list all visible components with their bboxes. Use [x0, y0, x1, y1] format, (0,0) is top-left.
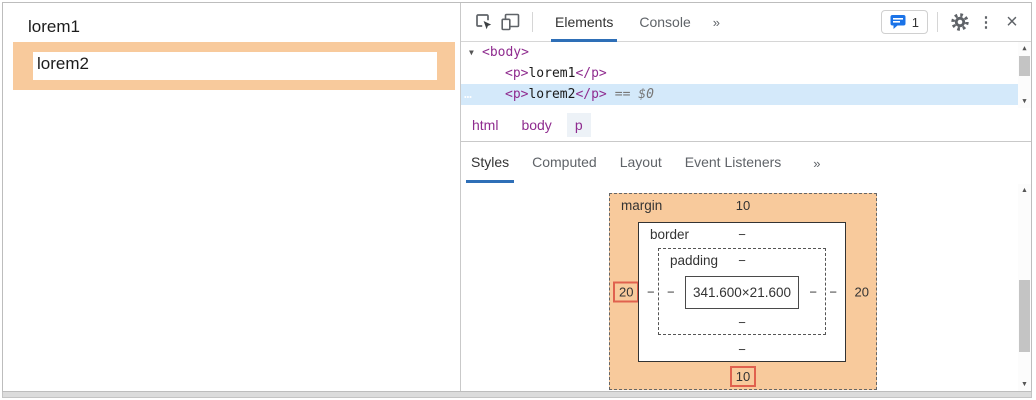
p-close-tag: </p> — [575, 87, 607, 102]
console-reference: == $0 — [614, 87, 654, 102]
device-toolbar-icon[interactable] — [497, 9, 523, 35]
margin-top-value[interactable]: 10 — [735, 198, 751, 213]
border-label: border — [650, 227, 690, 242]
settings-gear-icon[interactable] — [947, 9, 973, 35]
tab-computed[interactable]: Computed — [532, 154, 597, 170]
styles-tab-bar: Styles Computed Layout Event Listeners » — [461, 142, 1031, 184]
border-left-value[interactable]: − — [647, 284, 655, 300]
p-close-tag: </p> — [575, 66, 607, 81]
more-styles-tabs-icon[interactable]: » — [813, 155, 821, 171]
margin-highlight-overlay: lorem2 — [13, 42, 455, 90]
kebab-menu-icon[interactable]: ⋮ — [978, 14, 994, 31]
tab-elements[interactable]: Elements — [542, 3, 626, 42]
page-paragraph-lorem1: lorem1 — [28, 17, 80, 36]
scrollbar-thumb[interactable] — [1019, 280, 1030, 352]
tab-event-listeners[interactable]: Event Listeners — [684, 154, 782, 170]
scroll-up-icon[interactable]: ▲ — [1021, 187, 1028, 194]
web-page-viewport: lorem1 lorem2 — [3, 3, 461, 391]
window-bottom-edge — [2, 392, 1032, 398]
browser-window: lorem1 lorem2 Elements — [2, 2, 1032, 392]
border-right-value[interactable]: − — [829, 284, 837, 300]
toolbar-divider — [532, 12, 533, 32]
dom-node-body[interactable]: ▼ <body> — [461, 42, 1031, 63]
margin-left-value[interactable]: 20 — [613, 281, 640, 302]
breadcrumb-html[interactable]: html — [472, 116, 499, 133]
border-top-value[interactable]: − — [738, 227, 746, 242]
breadcrumb-body[interactable]: body — [521, 116, 552, 133]
box-model-margin: margin 10 20 20 10 border − − − − paddin… — [609, 193, 877, 390]
box-model-content-size[interactable]: 341.600×21.600 — [685, 276, 799, 309]
dom-tree-scrollbar[interactable]: ▲ ▼ — [1018, 42, 1031, 108]
p-open-tag: <p> — [505, 87, 529, 102]
tab-styles[interactable]: Styles — [465, 142, 515, 184]
scroll-up-icon[interactable]: ▲ — [1022, 44, 1027, 52]
scrollbar-thumb[interactable] — [1019, 56, 1030, 76]
styles-scrollbar[interactable]: ▲ ▼ — [1018, 184, 1031, 391]
breadcrumb: html body p — [461, 108, 1031, 142]
close-icon[interactable]: × — [1006, 11, 1018, 33]
devtools-panel: Elements Console » 1 — [461, 3, 1031, 391]
dom-node-p-lorem1[interactable]: <p>lorem1</p> — [461, 63, 1031, 84]
dom-tree: ▼<body> <p>lorem1</p> …<p>lorem2</p>== $… — [461, 42, 1031, 108]
padding-left-value[interactable]: − — [667, 284, 675, 299]
border-bottom-value[interactable]: − — [738, 342, 746, 357]
padding-label: padding — [670, 253, 719, 268]
expand-arrow-icon[interactable]: ▼ — [469, 48, 474, 57]
toolbar-right-group: 1 ⋮ × — [880, 9, 1025, 35]
issues-count: 1 — [911, 14, 919, 30]
scroll-down-icon[interactable]: ▼ — [1022, 97, 1027, 105]
margin-right-value[interactable]: 20 — [854, 284, 869, 299]
devtools-toolbar: Elements Console » 1 — [461, 3, 1031, 42]
issues-message-icon — [890, 14, 906, 30]
padding-bottom-value[interactable]: − — [738, 315, 746, 330]
p-text: lorem1 — [528, 66, 576, 81]
box-model-padding: padding − − − − 341.600×21.600 — [658, 248, 826, 335]
margin-label: margin — [621, 198, 663, 213]
padding-right-value[interactable]: − — [809, 284, 817, 299]
highlighted-element-content: lorem2 — [33, 52, 437, 80]
box-model-border: border − − − − padding − − − − 341.600×2… — [638, 222, 846, 362]
toolbar-divider — [937, 12, 938, 32]
breadcrumb-p[interactable]: p — [566, 112, 591, 137]
issues-badge[interactable]: 1 — [880, 10, 928, 34]
tab-layout[interactable]: Layout — [619, 154, 662, 170]
scroll-down-icon[interactable]: ▼ — [1021, 381, 1028, 388]
inspect-element-icon[interactable] — [471, 9, 497, 35]
margin-bottom-value[interactable]: 10 — [610, 366, 876, 387]
dom-node-p-lorem2-selected[interactable]: … <p>lorem2</p> == $0 — [461, 84, 1031, 105]
styles-pane: margin 10 20 20 10 border − − − − paddin… — [461, 184, 1031, 391]
body-open-tag: <body> — [482, 45, 529, 60]
p-text: lorem2 — [528, 87, 576, 102]
tab-console[interactable]: Console — [639, 13, 691, 30]
overflow-ellipsis-icon: … — [464, 87, 473, 102]
more-tabs-icon[interactable]: » — [712, 14, 720, 30]
padding-top-value[interactable]: − — [738, 253, 746, 268]
page-paragraph-lorem2: lorem2 — [37, 54, 89, 73]
p-open-tag: <p> — [505, 66, 529, 81]
